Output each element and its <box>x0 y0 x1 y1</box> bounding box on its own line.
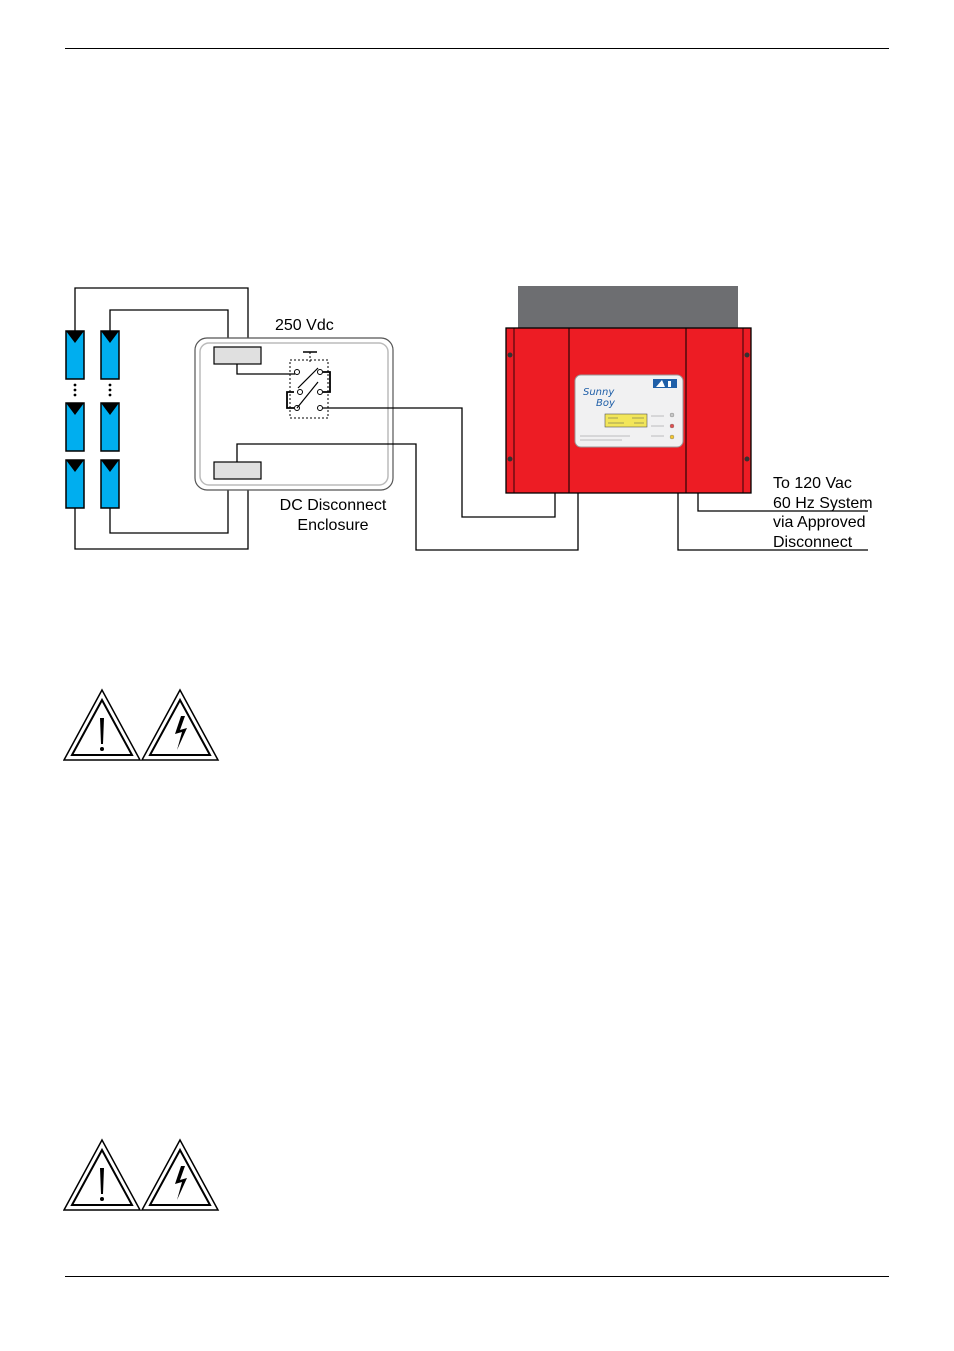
header-rule <box>65 48 889 49</box>
warning-symbols-1 <box>63 688 220 761</box>
inverter-heatsink <box>518 286 738 330</box>
terminal-block <box>213 346 262 365</box>
dc-wiring <box>74 287 249 550</box>
diode-icon <box>101 403 119 415</box>
output-label-line2: 60 Hz System <box>773 495 873 512</box>
diode-icon <box>66 460 84 472</box>
inverter-brand-line2: Boy <box>596 398 616 409</box>
status-led-red-icon <box>669 423 675 429</box>
caution-exclamation-icon <box>63 688 142 761</box>
inverter-brand-line1: Sunny <box>583 387 615 398</box>
brand-logo-icon <box>653 379 677 388</box>
pv-string-2 <box>100 330 120 509</box>
status-led-yellow-icon <box>669 434 675 440</box>
wiring-diagram: 250 Vdc DC Disconnect Enclosure Sunny Bo… <box>65 286 873 551</box>
diode-icon <box>101 331 119 343</box>
enclosure-label-line1: DC Disconnect <box>280 497 387 514</box>
electric-shock-hazard-icon <box>140 1138 220 1211</box>
enclosure-label-line2: Enclosure <box>297 517 368 534</box>
lcd-display <box>604 413 648 428</box>
inverter-front-panel <box>574 374 684 448</box>
pv-string-1 <box>65 330 85 509</box>
disconnect-switch-icon <box>286 351 331 419</box>
electric-shock-hazard-icon <box>140 688 220 761</box>
caution-exclamation-icon <box>63 1138 142 1211</box>
output-label-line1: To 120 Vac <box>773 475 852 492</box>
diode-icon <box>101 460 119 472</box>
diode-icon <box>66 331 84 343</box>
output-label-line4: Disconnect <box>773 534 853 551</box>
status-led-green-icon <box>669 412 675 418</box>
pv-array <box>65 330 120 509</box>
terminal-block <box>213 461 262 480</box>
footer-rule <box>65 1276 889 1277</box>
output-label-line3: via Approved <box>773 514 866 531</box>
dc-disconnect-enclosure <box>194 337 579 551</box>
diode-icon <box>66 403 84 415</box>
warning-symbols-2 <box>63 1138 220 1211</box>
voltage-label: 250 Vdc <box>275 317 334 334</box>
inverter: Sunny Boy <box>505 286 752 494</box>
ac-wiring <box>677 493 868 551</box>
